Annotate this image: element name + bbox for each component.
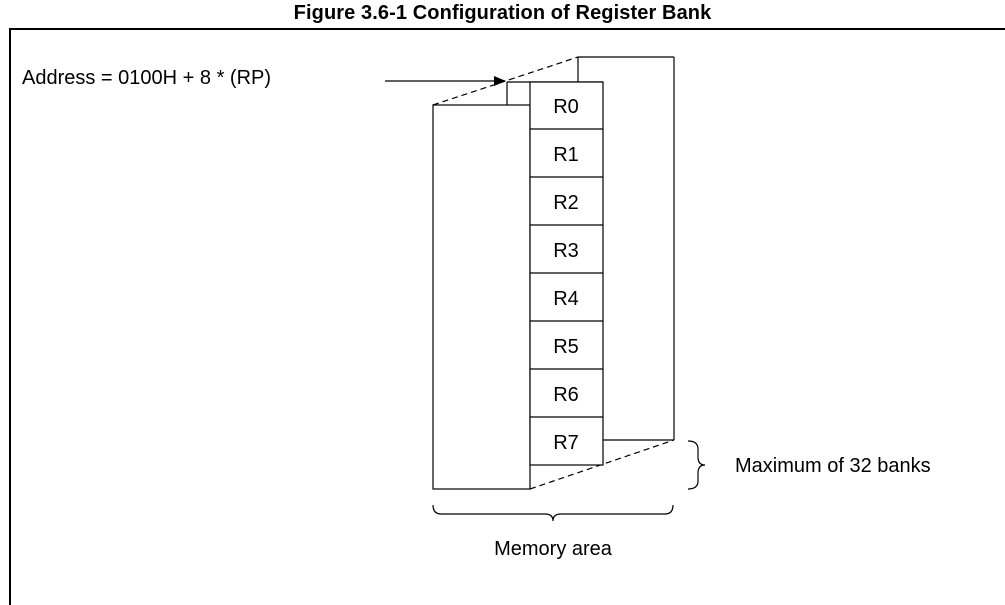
- register-label: R5: [553, 336, 579, 358]
- address-label: Address = 0100H + 8 * (RP): [22, 67, 271, 89]
- register-label: R2: [553, 192, 579, 214]
- banks-label: Maximum of 32 banks: [735, 455, 931, 477]
- back-bank: [577, 56, 675, 441]
- banks-brace: [687, 440, 706, 490]
- register-label: R1: [553, 144, 579, 166]
- register-label: R3: [553, 240, 579, 262]
- register-label: R0: [553, 96, 579, 118]
- memory-area-brace: [432, 504, 674, 522]
- figure-frame: [9, 28, 1005, 605]
- register-column: [529, 81, 604, 466]
- figure-title: Figure 3.6-1 Configuration of Register B…: [293, 2, 712, 24]
- register-label: R7: [553, 432, 579, 454]
- register-label: R4: [553, 288, 579, 310]
- register-label: R6: [553, 384, 579, 406]
- memory-block-front: [432, 104, 531, 490]
- perspective-lines: [432, 56, 675, 490]
- memory-area-label: Memory area: [494, 538, 613, 560]
